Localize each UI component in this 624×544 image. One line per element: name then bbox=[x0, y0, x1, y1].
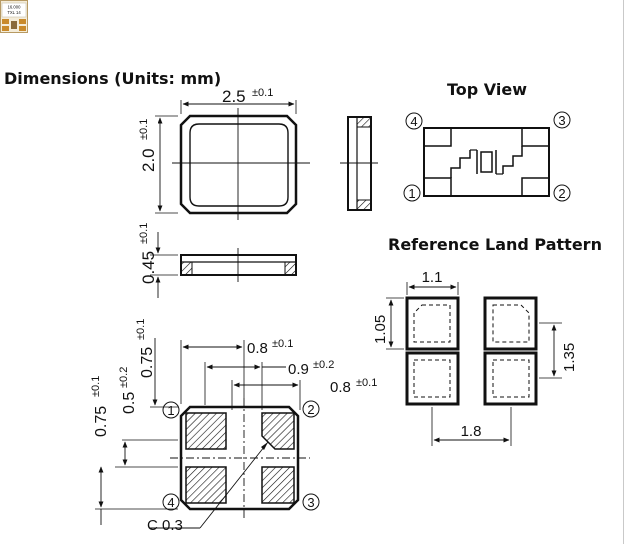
v3-dimension: 0.75 ±0.1 bbox=[90, 376, 178, 525]
pad-pitch-value: 0.8 bbox=[247, 340, 268, 357]
top-view-pin-labels: 4 3 1 2 bbox=[403, 111, 571, 202]
top-pin-2: 2 bbox=[558, 186, 565, 201]
height-value: 0.45 bbox=[139, 251, 158, 284]
width-tol: ±0.1 bbox=[138, 119, 150, 140]
v3-value: 0.75 bbox=[93, 406, 110, 437]
land-pad-width: 1.1 bbox=[422, 269, 443, 286]
length-value: 2.5 bbox=[222, 87, 246, 106]
land-pad-width-dimension: 1.1 bbox=[406, 269, 459, 295]
height-dimension: 0.45 ±0.1 bbox=[138, 223, 178, 298]
pad-width-dimension: 0.8 ±0.1 bbox=[231, 377, 377, 410]
top-pin-1: 1 bbox=[408, 186, 415, 201]
width-dimension: 2.0 ±0.1 bbox=[138, 115, 178, 214]
bottom-pin-4: 4 bbox=[167, 495, 174, 510]
v1-value: 0.75 bbox=[139, 347, 156, 378]
bottom-pin-2: 2 bbox=[307, 402, 314, 417]
v1-dimension: 0.75 ±0.1 bbox=[135, 319, 178, 408]
bottom-pin-1: 1 bbox=[167, 403, 174, 418]
pad-span-dimension: 0.9 ±0.2 bbox=[204, 359, 334, 410]
chamfer-value: C 0.3 bbox=[147, 517, 183, 534]
pad-span-value: 0.9 bbox=[288, 361, 309, 378]
height-tol: ±0.1 bbox=[138, 223, 150, 244]
top-pin-4: 4 bbox=[410, 114, 417, 129]
dimensions-title: Dimensions (Units: mm) bbox=[4, 69, 222, 88]
pad-width-value: 0.8 bbox=[330, 379, 351, 396]
top-view-title: Top View bbox=[447, 80, 528, 99]
side-view-narrow bbox=[340, 116, 378, 211]
side-view-long bbox=[180, 248, 297, 282]
bottom-view-package bbox=[170, 398, 310, 520]
land-pad-height: 1.05 bbox=[372, 315, 389, 344]
width-value: 2.0 bbox=[139, 148, 158, 172]
land-pattern-title: Reference Land Pattern bbox=[388, 235, 602, 254]
thumbnail-line2: TXL 14 bbox=[7, 10, 21, 15]
pad-pitch-dimension: 0.8 ±0.1 bbox=[180, 338, 293, 404]
land-total-height-dimension: 1.35 bbox=[539, 322, 578, 379]
v2-tol: ±0.2 bbox=[118, 367, 130, 388]
bottom-view-pin-labels: 1 2 4 3 bbox=[162, 400, 320, 511]
top-pin-3: 3 bbox=[558, 113, 565, 128]
length-tol: ±0.1 bbox=[252, 87, 273, 99]
package-top-outline bbox=[172, 108, 310, 220]
bottom-pin-3: 3 bbox=[307, 495, 314, 510]
pad-pitch-tol: ±0.1 bbox=[272, 338, 293, 350]
component-thumbnail: 16.000 TXL 14 bbox=[0, 0, 28, 33]
top-view-diagram bbox=[423, 127, 550, 197]
thumbnail-line1: 16.000 bbox=[8, 5, 21, 10]
v2-value: 0.5 bbox=[121, 392, 138, 414]
land-total-width-dimension: 1.8 bbox=[431, 407, 512, 446]
v2-dimension: 0.5 ±0.2 bbox=[115, 367, 178, 468]
land-pattern-pads bbox=[405, 296, 538, 406]
land-pad-height-dimension: 1.05 bbox=[372, 297, 404, 350]
v1-tol: ±0.1 bbox=[135, 319, 147, 340]
chamfer-callout: C 0.3 bbox=[147, 441, 269, 534]
land-total-width: 1.8 bbox=[461, 423, 482, 440]
pad-width-tol: ±0.1 bbox=[356, 377, 377, 389]
v3-tol: ±0.1 bbox=[90, 376, 102, 397]
land-total-height: 1.35 bbox=[561, 343, 578, 372]
length-dimension: 2.5 ±0.1 bbox=[180, 86, 297, 114]
pad-span-tol: ±0.2 bbox=[313, 359, 334, 371]
